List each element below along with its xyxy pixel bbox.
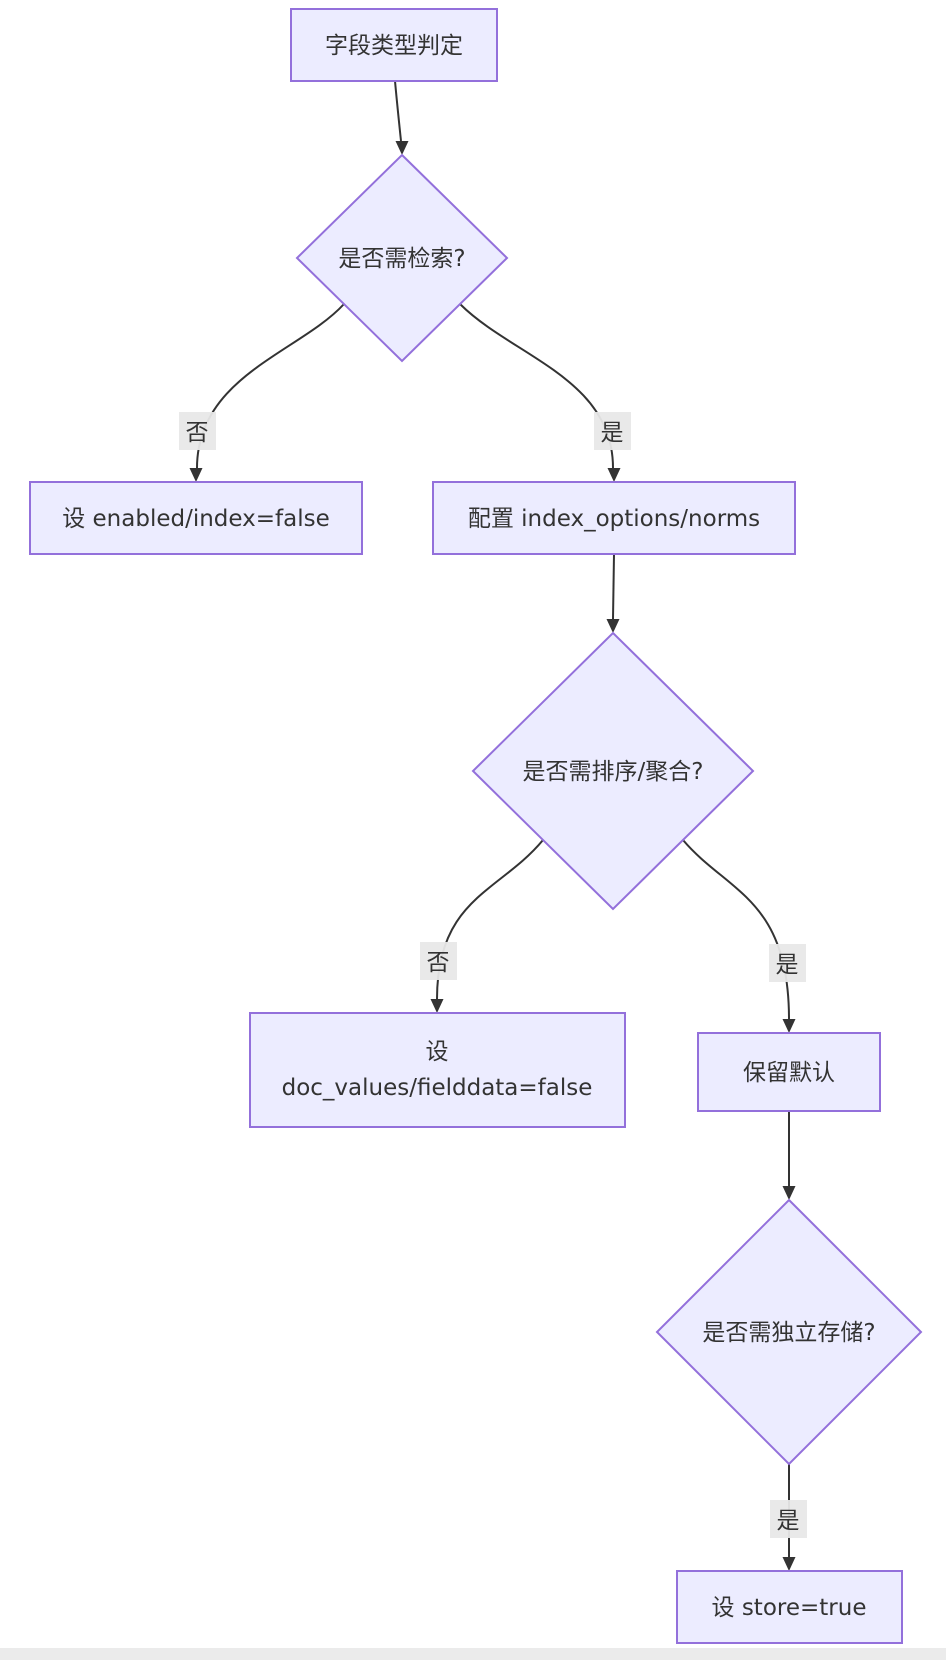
node-box [697, 1032, 881, 1112]
node-field-type-decision: 字段类型判定 [290, 8, 498, 82]
edge-need-search-yes [459, 303, 621, 482]
arrowhead [782, 1019, 796, 1033]
arrowhead [782, 1557, 796, 1571]
arrowhead [606, 619, 620, 633]
edge-label-text: 是 [776, 952, 799, 978]
edge-label-text: 否 [427, 950, 450, 976]
page-bottom-strip [0, 1648, 946, 1660]
edge-line [612, 553, 615, 620]
node-keep-default: 保留默认 [697, 1032, 881, 1112]
arrowhead [430, 999, 444, 1013]
node-set-store-true: 设 store=true [676, 1570, 903, 1644]
node-label: 配置 index_options/norms [468, 506, 760, 532]
node-box [676, 1570, 903, 1644]
node-label: 设 enabled/index=false [62, 506, 330, 532]
edge-label-need-search-yes: 是 [594, 412, 631, 450]
edge-need-sort-yes [682, 839, 796, 1033]
node-label: 设 store=true [712, 1595, 867, 1621]
arrowhead [782, 1186, 796, 1200]
node-label-line1: 设 [426, 1039, 449, 1065]
node-diamond [655, 1198, 923, 1466]
arrowhead [189, 468, 203, 482]
edge-keep-default-to-need-store [782, 1111, 796, 1200]
node-label: 保留默认 [743, 1060, 835, 1086]
node-label: 是否需排序/聚合? [523, 759, 704, 785]
node-diamond [471, 631, 755, 911]
edge-line [196, 303, 345, 469]
node-label: 是否需检索? [338, 246, 465, 272]
edge-label-text: 否 [186, 420, 209, 446]
node-config-index-options-norms: 配置 index_options/norms [432, 481, 796, 555]
edge-label-need-sort-yes: 是 [769, 944, 806, 982]
arrowhead [607, 468, 621, 482]
node-label: 字段类型判定 [325, 33, 463, 59]
edge-line [682, 839, 790, 1020]
node-set-doc-values-fielddata-false: 设 doc_values/fielddata=false [249, 1012, 626, 1128]
node-box [432, 481, 796, 555]
node-box [249, 1012, 626, 1128]
edge-need-sort-no [430, 839, 544, 1013]
node-diamond [295, 153, 509, 363]
node-box [290, 8, 498, 82]
edge-label-bg [770, 1500, 807, 1538]
decision-need-store: 是否需独立存储? [655, 1198, 923, 1466]
node-box [29, 481, 363, 555]
decision-need-sort-agg: 是否需排序/聚合? [471, 631, 755, 911]
edge-label-bg [594, 412, 631, 450]
edge-label-need-store-yes: 是 [770, 1500, 807, 1538]
edge-need-search-no [189, 303, 345, 482]
edge-label-bg [769, 944, 806, 982]
node-label-line2: doc_values/fielddata=false [282, 1075, 593, 1101]
edge-label-text: 是 [777, 1508, 800, 1534]
edge-line [394, 80, 402, 142]
node-label: 是否需独立存储? [702, 1320, 875, 1346]
edge-label-bg [420, 942, 457, 980]
edge-start-to-need-search [394, 80, 409, 155]
edge-config-to-need-sort [606, 553, 620, 633]
edge-label-text: 是 [601, 420, 624, 446]
decision-need-search: 是否需检索? [295, 153, 509, 363]
node-set-enabled-index-false: 设 enabled/index=false [29, 481, 363, 555]
edge-label-need-search-no: 否 [179, 412, 216, 450]
edge-line [459, 303, 614, 469]
arrowhead [395, 141, 409, 155]
edge-label-bg [179, 412, 216, 450]
edge-label-need-sort-no: 否 [420, 942, 457, 980]
